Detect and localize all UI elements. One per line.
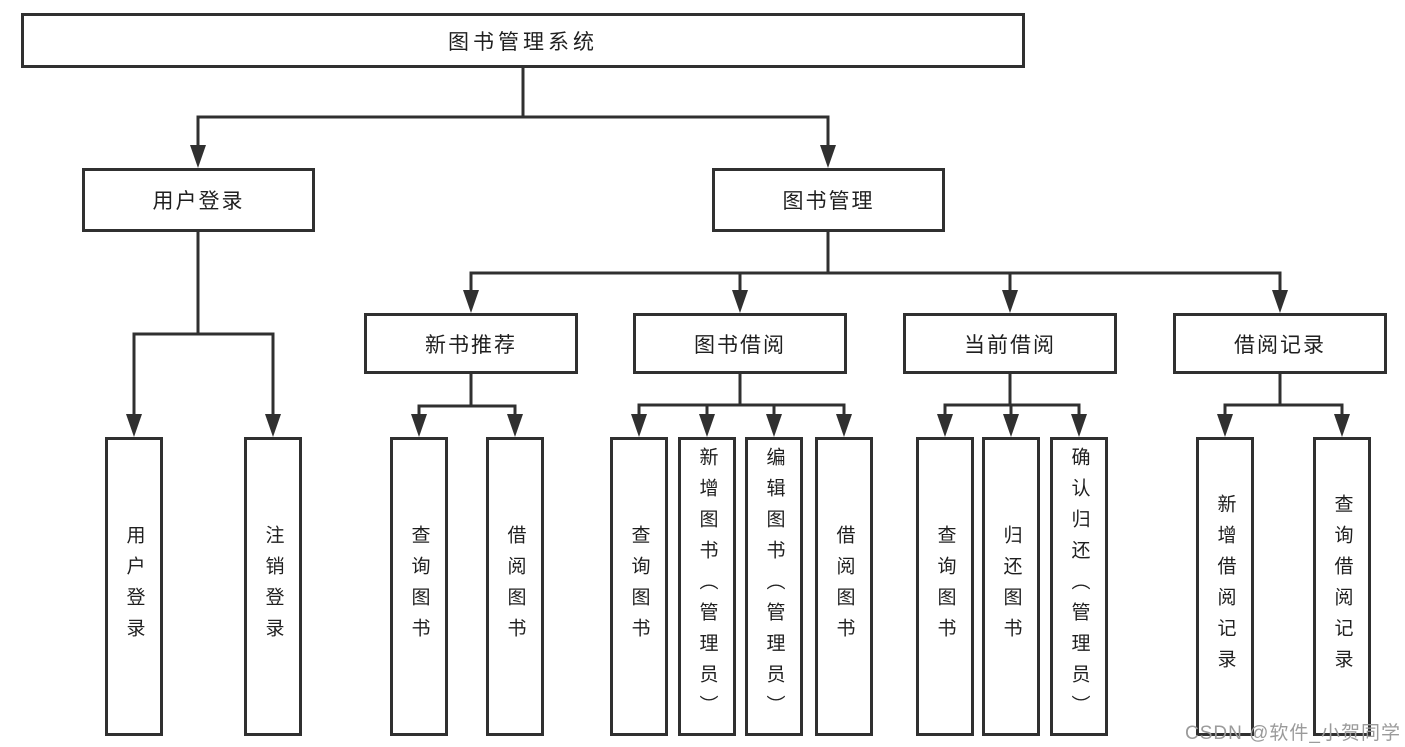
leaf-borrow-books: 借阅图书	[815, 437, 873, 736]
leaf-query-books-current: 查询图书	[916, 437, 974, 736]
leaf-logout: 注销登录	[244, 437, 302, 736]
node-book-borrow: 图书借阅	[633, 313, 847, 374]
leaf-return-books: 归还图书	[982, 437, 1040, 736]
leaf-edit-books-admin: 编辑图书（管理员）	[745, 437, 803, 736]
leaf-add-borrow-record: 新增借阅记录	[1196, 437, 1254, 736]
node-current-borrow: 当前借阅	[903, 313, 1117, 374]
leaf-query-books-borrow: 查询图书	[610, 437, 668, 736]
connector-book-borrow-to-leaves	[631, 374, 852, 437]
leaf-borrow-books-recommend: 借阅图书	[486, 437, 544, 736]
leaf-query-borrow-record: 查询借阅记录	[1313, 437, 1371, 736]
leaf-add-books-admin: 新增图书（管理员）	[678, 437, 736, 736]
connector-borrow-records-to-leaves	[1217, 374, 1350, 437]
leaf-query-books-recommend: 查询图书	[390, 437, 448, 736]
connector-user-login-to-leaves	[126, 232, 281, 437]
connector-book-management-to-level3	[463, 232, 1288, 313]
node-root-system: 图书管理系统	[21, 13, 1025, 68]
connector-new-book-recommend-to-leaves	[411, 374, 523, 437]
connector-current-borrow-to-leaves	[937, 374, 1087, 437]
node-book-management: 图书管理	[712, 168, 945, 232]
leaf-confirm-return-admin: 确认归还（管理员）	[1050, 437, 1108, 736]
node-new-book-recommend: 新书推荐	[364, 313, 578, 374]
connector-root-to-level2	[190, 68, 836, 168]
node-user-login: 用户登录	[82, 168, 315, 232]
leaf-user-login: 用户登录	[105, 437, 163, 736]
node-borrow-records: 借阅记录	[1173, 313, 1387, 374]
csdn-watermark: CSDN @软件_小贺同学	[1185, 723, 1401, 744]
